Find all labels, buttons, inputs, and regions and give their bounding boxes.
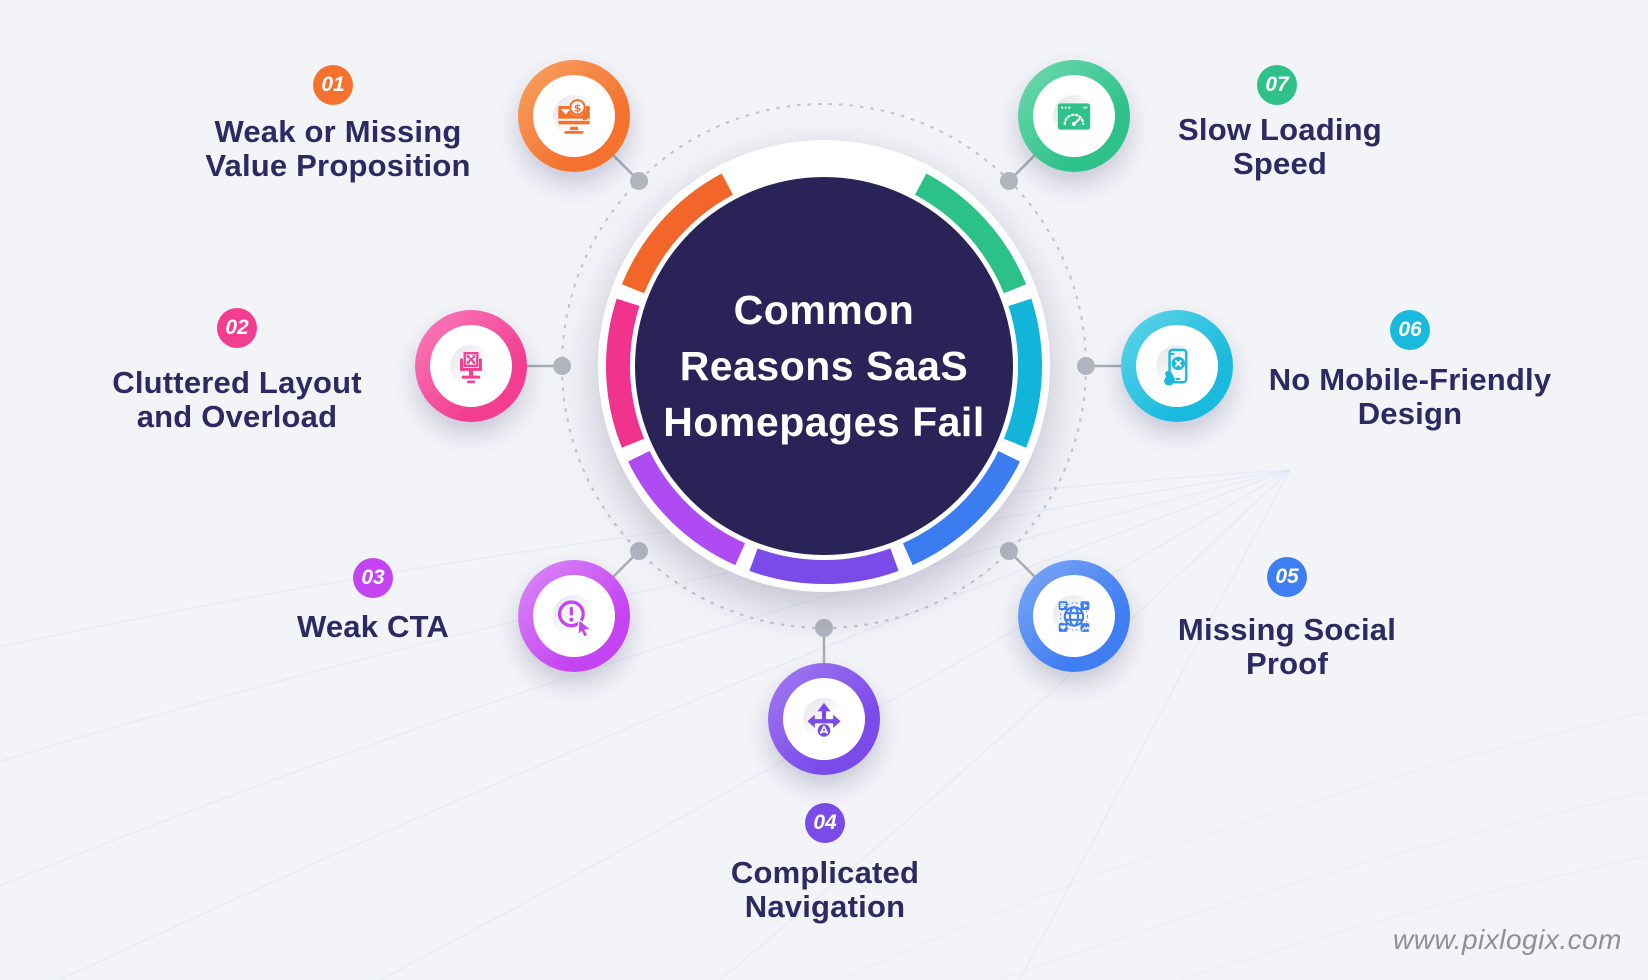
title-line: Common (733, 287, 915, 333)
connector-dot (1077, 357, 1095, 375)
connector-line (1008, 550, 1075, 617)
center-circle (635, 177, 1013, 555)
watermark: www.pixlogix.com (1393, 924, 1622, 955)
connector-dot (815, 619, 833, 637)
ring-segment-cyan (1003, 298, 1042, 448)
center-title: Common Reasons SaaS Homepages Fail (624, 282, 1024, 450)
connector-line (1008, 115, 1075, 182)
ring-segment-pink (606, 298, 645, 448)
color-ring-segments (606, 173, 1042, 584)
connector-dot (553, 357, 571, 375)
ring-segment-green (914, 173, 1027, 294)
connector-dot (630, 542, 648, 560)
title-line: Homepages Fail (663, 399, 985, 445)
ring-segment-violet (628, 450, 746, 566)
connector-dot (1000, 542, 1018, 560)
ring-segment-orange (621, 173, 734, 294)
ring-segment-purple (749, 548, 899, 584)
ring-segment-blue (902, 450, 1020, 566)
title-line: Reasons SaaS (679, 343, 969, 389)
connector-line (573, 115, 640, 182)
connector-line (573, 550, 640, 617)
connector-dot (1000, 172, 1018, 190)
connector-dot (630, 172, 648, 190)
